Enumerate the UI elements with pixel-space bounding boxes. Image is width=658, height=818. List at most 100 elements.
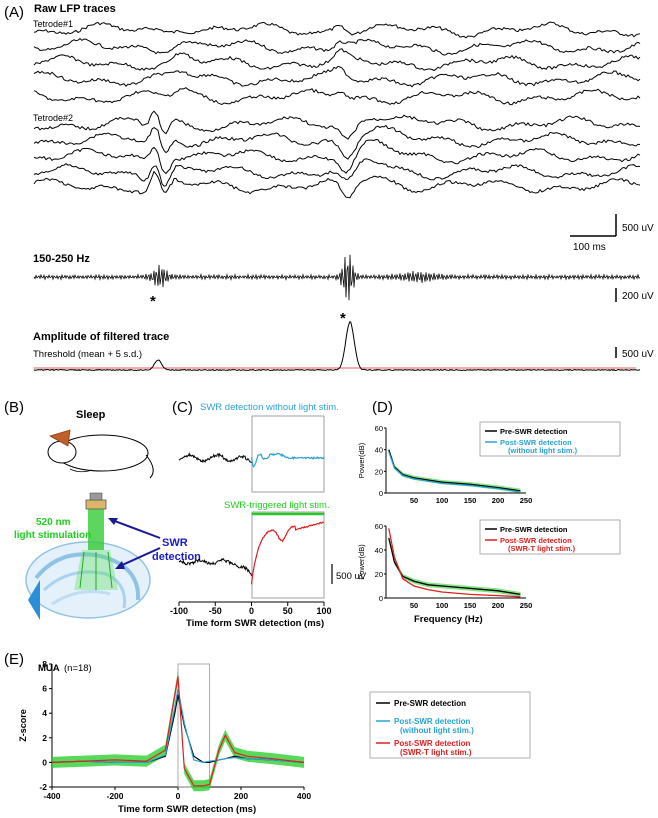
d-y-tick-label: 20: [375, 467, 383, 476]
tetrode1-label: Tetrode#1: [33, 19, 73, 29]
d-series-2: [388, 451, 521, 493]
panel-a-label: (A): [4, 4, 24, 21]
d-y-tick-label: 20: [375, 570, 383, 579]
d-y-tick-label: 60: [375, 424, 383, 433]
lfp-trace-7: [33, 124, 641, 160]
scale-uv-label: 500 uV: [622, 223, 654, 234]
c-bottom-trace: [178, 521, 324, 585]
sleep-label: Sleep: [76, 409, 106, 421]
d-legend-label: (SWR-T light stim.): [508, 544, 576, 553]
d-legend-box: [479, 421, 621, 457]
d-legend-box: [479, 519, 621, 555]
e-legend-label: (SWR-T light stim.): [400, 748, 472, 757]
c-tick-label: 50: [283, 606, 293, 616]
hippocampus-illustration: [25, 492, 151, 620]
swr-arrow-1: [111, 519, 161, 539]
lfp-trace-5: [33, 87, 641, 106]
d-x-label: Frequency (Hz): [414, 614, 483, 625]
filtered-line: [33, 254, 641, 301]
e-x-tick-label: -200: [106, 791, 123, 801]
c-tick-label: 0: [249, 606, 254, 616]
lfp-trace-6: [33, 110, 640, 140]
amplitude-trace: [33, 320, 641, 372]
d-y-tick-label: 40: [375, 446, 383, 455]
e-y-label: Z-score: [18, 709, 28, 742]
c-top-caption: SWR detection without light stim.: [200, 402, 339, 413]
e-legend-label: Post-SWR detection: [394, 739, 471, 748]
d-y-tick-label: 0: [379, 489, 383, 498]
d-x-tick-label: 50: [410, 496, 418, 505]
e-y-tick-label: 2: [42, 733, 47, 743]
threshold-label: Threshold (mean + 5 s.d.): [33, 349, 142, 360]
e-x-tick-label: 200: [234, 791, 248, 801]
e-n-label: (n=18): [64, 663, 92, 674]
e-x-label: Time form SWR detection (ms): [118, 804, 256, 815]
c-tick-label: 100: [316, 606, 331, 616]
d-green-band: [388, 535, 521, 597]
ripple-star-1: *: [150, 293, 156, 310]
c-x-axis: -100 -50 0 50 100: [170, 601, 332, 616]
d-legend-label: Post-SWR detection: [500, 438, 572, 447]
d-x-tick-label: 200: [492, 601, 505, 610]
d-legend-label: (without light stim.): [508, 446, 578, 455]
c-bottom-post: [250, 521, 324, 585]
amp-scale-label: 500 uV: [622, 349, 654, 360]
sleeping-mouse-illustration: [47, 429, 154, 479]
lfp-trace-8: [33, 138, 641, 175]
c-x-label: Time form SWR detection (ms): [186, 618, 324, 629]
lfp-trace-2: [33, 37, 641, 56]
d-x-tick-label: 150: [464, 496, 477, 505]
band-label: 150-250 Hz: [33, 253, 90, 265]
c-bottom-caption: SWR-triggered light stim.: [224, 500, 330, 511]
light-stim-line1: 520 nm: [36, 517, 71, 528]
d-y-tick-label: 60: [375, 522, 383, 531]
panel-b-label: (B): [4, 399, 24, 416]
e-legend-label: (without light stim.): [400, 726, 474, 735]
c-bottom-window: [251, 511, 325, 599]
e-legend-box: [369, 691, 531, 759]
e-series-3: [51, 676, 305, 787]
e-y-tick-label: 0: [42, 757, 47, 767]
lfp-trace-3: [33, 48, 641, 72]
e-legend-label: Post-SWR detection: [394, 717, 471, 726]
amplitude-line: [33, 320, 641, 372]
amplitude-title: Amplitude of filtered trace: [33, 331, 169, 343]
swr-arrowhead-1: [108, 518, 118, 525]
lfp-trace-1: [33, 21, 641, 39]
raw-lfp-traces: [33, 21, 641, 199]
d-y-tick-label: 40: [375, 546, 383, 555]
d-x-tick-label: 100: [436, 601, 449, 610]
d-legend-label: Pre-SWR detection: [500, 525, 568, 534]
e-y-tick-label: -2: [39, 782, 47, 792]
e-x-tick-label: 0: [176, 791, 181, 801]
c-tick-label: -50: [209, 606, 222, 616]
c-tick-label: -100: [170, 606, 188, 616]
d-series-1: [388, 449, 521, 492]
d-x-tick-label: 250: [520, 601, 533, 610]
c-scale-label: 500 uV: [336, 571, 367, 582]
d-legend-label: Pre-SWR detection: [500, 427, 568, 436]
e-green-band: [52, 670, 304, 792]
band-scale-label: 200 uV: [622, 291, 654, 302]
panel-e-label: (E): [4, 651, 24, 668]
e-x-tick-label: 400: [297, 791, 311, 801]
e-y-tick-label: 8: [42, 659, 47, 669]
c-top-trace: [178, 452, 325, 468]
c-top-window: [251, 415, 325, 493]
ripple-star-2: *: [340, 310, 346, 327]
e-mua-label: MUA: [38, 663, 60, 674]
raw-lfp-title: Raw LFP traces: [34, 3, 116, 15]
d-y-label: Power(dB): [357, 442, 366, 478]
e-series-2: [51, 688, 305, 764]
e-legend-label: Pre-SWR detection: [394, 699, 466, 708]
lfp-trace-10: [33, 170, 641, 199]
d-y-tick-label: 0: [379, 594, 383, 603]
d-x-tick-label: 100: [436, 496, 449, 505]
d-x-tick-label: 250: [520, 496, 533, 505]
lfp-trace-4: [33, 65, 641, 88]
filtered-trace: [33, 254, 641, 301]
c-top-post: [250, 452, 325, 468]
light-stim-line2: light stimulation: [14, 530, 91, 541]
